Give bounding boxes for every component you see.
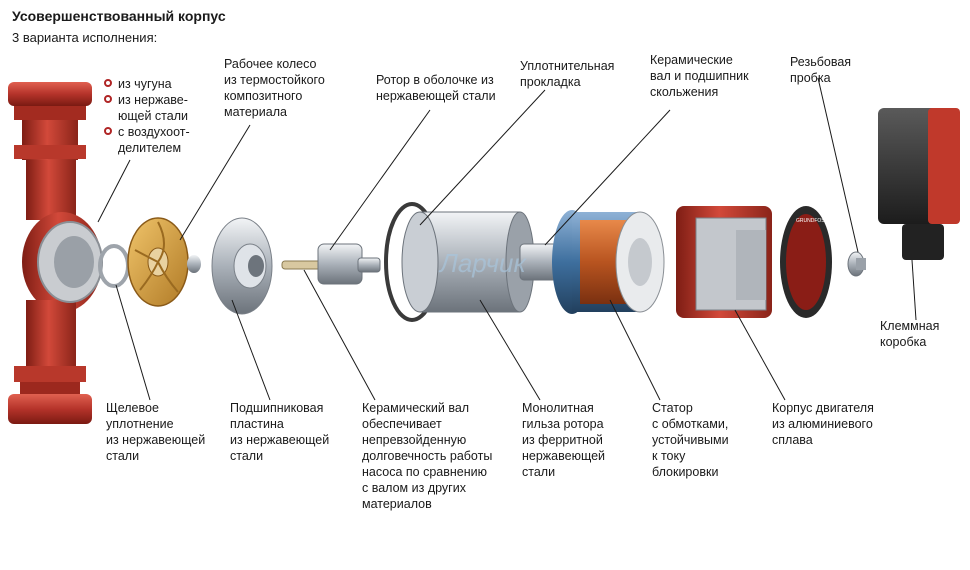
label-bearing-plate: Подшипниковая пластина из нержавеющей ст… (230, 401, 330, 463)
diagram-title: Усовершенствованный корпус (12, 8, 226, 24)
motor-housing: GRUNDFOS (676, 206, 832, 318)
label-stator: Статор с обмотками, устойчивыми к току б… (652, 401, 729, 479)
terminal-box (878, 108, 960, 260)
diagram-subtitle: 3 варианта исполнения: (12, 30, 158, 45)
housing-option: из нержаве- ющей стали (104, 92, 190, 124)
label-motor-housing: Корпус двигателя из алюминиевого сплава (772, 401, 874, 447)
housing-options-list: из чугуна из нержаве- ющей стали с возду… (104, 76, 190, 156)
circle-bullet-icon (104, 95, 112, 103)
pump-body (8, 82, 130, 424)
label-gasket: Уплотнительная прокладка (520, 59, 615, 89)
leader-lines (97, 77, 917, 401)
circle-bullet-icon (104, 79, 112, 87)
housing-option: с воздухоот- делителем (104, 124, 190, 156)
label-ceramic-shaft: Керамический вал обеспечивает непревзойд… (362, 401, 493, 511)
label-screw-plug: Резьбовая пробка (790, 55, 852, 85)
label-rotor-sleeve: Монолитная гильза ротора из ферритной не… (522, 401, 606, 479)
stator (552, 210, 665, 314)
label-impeller: Рабочее колесо из термостойкого композит… (224, 57, 325, 119)
label-gap-seal: Щелевое уплотнение из нержавеющей стали (106, 401, 206, 463)
ceramic-shaft (281, 243, 381, 285)
housing-option: из чугуна (104, 76, 190, 92)
watermark-text: Ларчик (438, 248, 527, 278)
label-terminal-box: Клеммная коробка (880, 319, 940, 349)
screw-plug (847, 251, 866, 277)
circle-bullet-icon (104, 127, 112, 135)
label-ceramic-shaft-bearing: Керамические вал и подшипник скольжения (650, 53, 749, 99)
label-rotor: Ротор в оболочке из нержавеющей стали (376, 73, 496, 103)
bearing-plate (211, 217, 273, 315)
rotor-sleeve: Ларчик (384, 202, 561, 322)
brand-mark-text: GRUNDFOS (796, 218, 825, 224)
impeller (127, 217, 201, 307)
